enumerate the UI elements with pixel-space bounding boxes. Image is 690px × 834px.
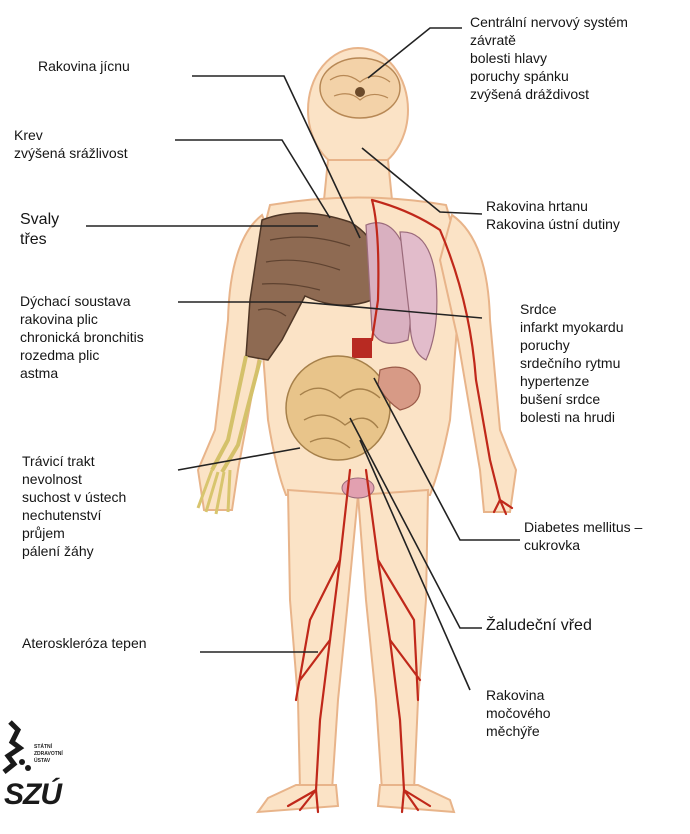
label-heart-item: infarkt myokardu <box>520 318 623 336</box>
label-heart-item: hypertenze <box>520 372 623 390</box>
label-bladder-item: měchýře <box>486 722 551 740</box>
label-respiratory: Dýchací soustava rakovina plic chronická… <box>20 292 144 382</box>
label-bladder-item: močového <box>486 704 551 722</box>
label-muscles-item: třes <box>20 230 59 250</box>
label-heart: Srdce infarkt myokardu poruchy srdečního… <box>520 300 623 426</box>
label-cns-item: zvýšená dráždivost <box>470 85 628 103</box>
szu-logo-wordmark: SZÚ <box>4 778 61 812</box>
label-digestive-item: suchost v ústech <box>22 488 126 506</box>
label-heart-title: Srdce <box>520 300 623 318</box>
label-blood: Krev zvýšená srážlivost <box>14 126 128 162</box>
label-esophagus-title: Rakovina jícnu <box>38 57 130 75</box>
label-heart-item: bušení srdce <box>520 390 623 408</box>
label-cns: Centrální nervový systém závratě bolesti… <box>470 13 628 103</box>
brain <box>320 58 400 118</box>
label-digestive-item: nevolnost <box>22 470 126 488</box>
label-atherosclerosis-title: Ateroskleróza tepen <box>22 634 147 652</box>
szu-logo-line: ZDRAVOTNÍ <box>34 751 63 758</box>
label-cns-item: poruchy spánku <box>470 67 628 85</box>
label-cns-item: závratě <box>470 31 628 49</box>
szu-logo-small-text: STÁTNÍ ZDRAVOTNÍ ÚSTAV <box>34 744 63 765</box>
label-heart-item: srdečního rytmu <box>520 354 623 372</box>
label-cns-item: bolesti hlavy <box>470 49 628 67</box>
label-diabetes-item: cukrovka <box>524 536 642 554</box>
szu-logo-line: ÚSTAV <box>34 758 63 765</box>
label-digestive-item: pálení žáhy <box>22 542 126 560</box>
label-diabetes: Diabetes mellitus – cukrovka <box>524 518 642 554</box>
label-larynx: Rakovina hrtanu Rakovina ústní dutiny <box>486 197 620 233</box>
szu-logo-line: STÁTNÍ <box>34 744 63 751</box>
label-heart-item: poruchy <box>520 336 623 354</box>
label-muscles: Svaly třes <box>20 210 59 250</box>
szu-logo: STÁTNÍ ZDRAVOTNÍ ÚSTAV SZÚ <box>0 712 120 834</box>
label-bladder-title: Rakovina <box>486 686 551 704</box>
label-respiratory-item: rakovina plic <box>20 310 144 328</box>
label-bladder: Rakovina močového měchýře <box>486 686 551 740</box>
label-digestive: Trávicí trakt nevolnost suchost v ústech… <box>22 452 126 560</box>
label-mouth-title: Rakovina ústní dutiny <box>486 215 620 233</box>
label-respiratory-item: rozedma plic <box>20 346 144 364</box>
label-digestive-title: Trávicí trakt <box>22 452 126 470</box>
label-muscles-title: Svaly <box>20 210 59 230</box>
label-cns-title: Centrální nervový systém <box>470 13 628 31</box>
label-digestive-item: průjem <box>22 524 126 542</box>
label-ulcer: Žaludeční vřed <box>486 616 592 636</box>
label-larynx-title: Rakovina hrtanu <box>486 197 620 215</box>
label-heart-item: bolesti na hrudi <box>520 408 623 426</box>
label-atherosclerosis: Ateroskleróza tepen <box>22 634 147 652</box>
label-respiratory-item: chronická bronchitis <box>20 328 144 346</box>
label-blood-item: zvýšená srážlivost <box>14 144 128 162</box>
label-ulcer-title: Žaludeční vřed <box>486 616 592 636</box>
label-blood-title: Krev <box>14 126 128 144</box>
label-digestive-item: nechutenství <box>22 506 126 524</box>
label-diabetes-title: Diabetes mellitus – <box>524 518 642 536</box>
label-respiratory-item: astma <box>20 364 144 382</box>
heart <box>352 338 372 358</box>
label-esophagus: Rakovina jícnu <box>38 57 130 75</box>
label-respiratory-title: Dýchací soustava <box>20 292 144 310</box>
